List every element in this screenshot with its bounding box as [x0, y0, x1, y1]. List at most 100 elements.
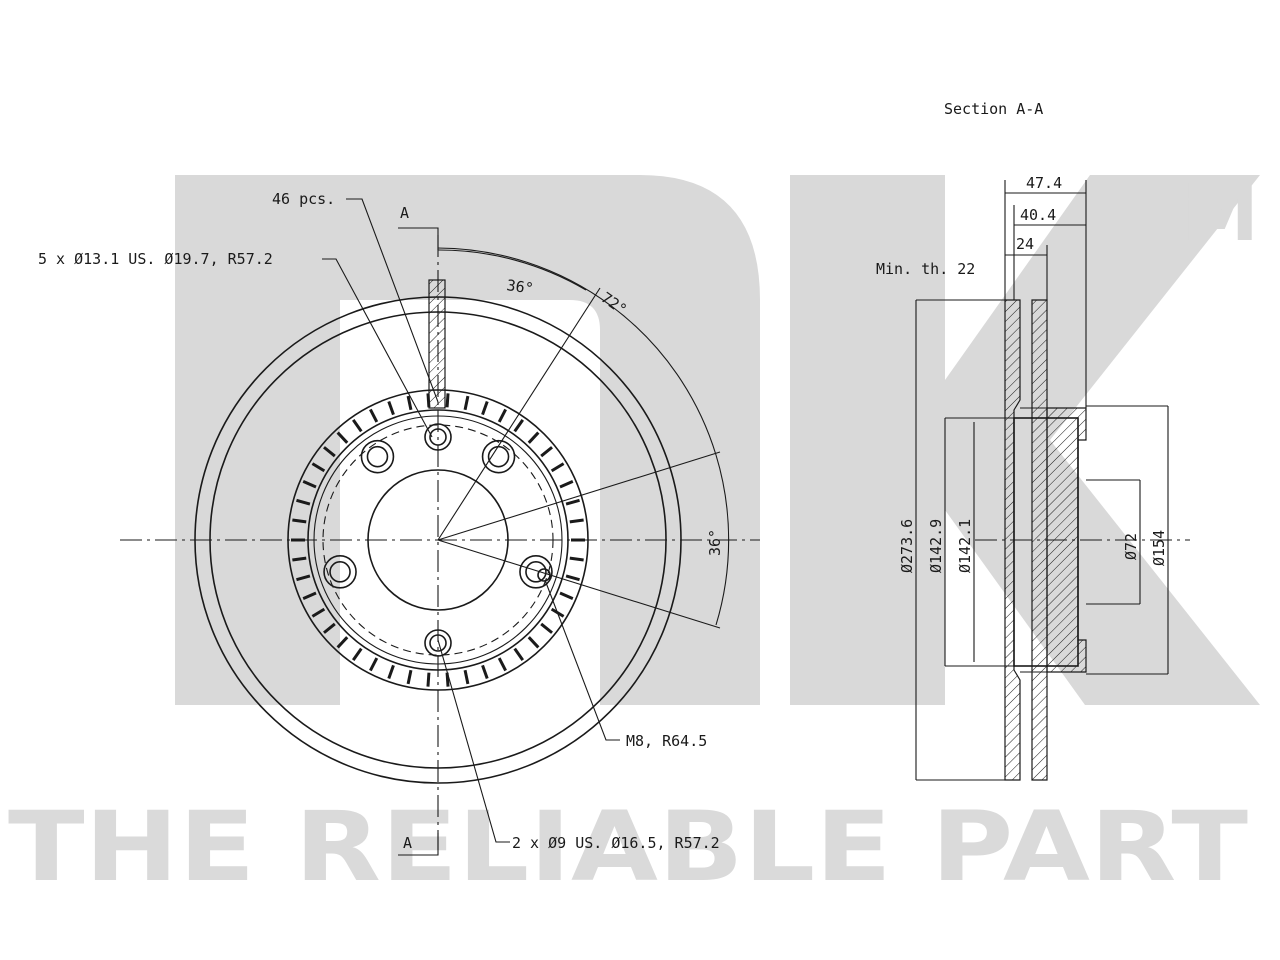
vent-slot	[406, 669, 413, 685]
watermark-letter-k	[790, 175, 1260, 705]
dia-273-6: Ø273.6	[898, 519, 916, 573]
thread-hole	[537, 568, 551, 582]
vent-slot	[445, 672, 450, 687]
vent-slot	[497, 408, 507, 423]
vent-slot	[463, 395, 470, 411]
vent-slot	[302, 480, 317, 489]
vent-slot	[569, 518, 584, 524]
label-angle-36-side: 36°	[706, 529, 724, 556]
vent-slot	[336, 431, 349, 444]
bolt-hole	[481, 439, 516, 474]
vent-slot	[565, 574, 580, 582]
vent-slot	[323, 446, 336, 458]
locating-hole	[424, 423, 452, 451]
angle-ray-3	[437, 539, 721, 629]
section-view: Section A-A 47.4 40.4 24 Min. th. 22	[876, 100, 1190, 781]
min-thickness: Min. th. 22	[876, 260, 975, 278]
vent-slot	[387, 664, 395, 680]
vent-slot	[311, 607, 326, 618]
hub-outline	[1013, 417, 1079, 667]
center-bore	[367, 469, 509, 611]
vent-slot	[565, 498, 580, 506]
vent-slot	[481, 664, 489, 680]
vent-slot	[463, 669, 470, 685]
section-marker-bottom-line	[398, 833, 439, 856]
locating-hole	[429, 634, 447, 652]
front-view: A A 46 pcs. 5 x Ø13.1 US. Ø19.7, R57.2 3…	[38, 190, 760, 856]
bolt-hole	[323, 555, 357, 589]
vent-slot	[406, 395, 413, 411]
dia-142-9: Ø142.9	[927, 519, 945, 573]
vent-slot	[369, 408, 379, 423]
vent-slot	[296, 574, 311, 582]
locating-hole	[429, 428, 447, 446]
section-strip	[428, 279, 446, 409]
hat-circle	[313, 415, 563, 665]
vent-slot	[311, 462, 326, 473]
vent-inner-circle	[307, 409, 569, 671]
section-marker-top-line	[398, 227, 439, 250]
leader-bolt-holes	[322, 258, 433, 438]
bolt-holes	[323, 423, 553, 657]
vent-slot	[323, 622, 336, 634]
bolt-hole	[519, 555, 553, 589]
bolt-hole	[360, 439, 395, 474]
dia-142-1: Ø142.1	[956, 519, 974, 573]
vent-slot	[540, 446, 553, 458]
vent-slot	[292, 556, 307, 562]
section-title: Section A-A	[944, 100, 1043, 118]
vent-slot	[559, 591, 574, 600]
vent-slot	[302, 591, 317, 600]
label-angle-36: 36°	[505, 276, 534, 298]
label-locating-holes: 2 x Ø9 US. Ø16.5, R57.2	[512, 834, 720, 852]
dim-40-4: 40.4	[1020, 206, 1056, 224]
label-thread: M8, R64.5	[626, 732, 707, 750]
inboard-plate	[1004, 299, 1021, 781]
label-bolt-holes: 5 x Ø13.1 US. Ø19.7, R57.2	[38, 250, 273, 268]
dia-72: Ø72	[1122, 533, 1140, 560]
locating-hole	[424, 629, 452, 657]
vent-slot	[513, 647, 524, 661]
vent-slot	[296, 498, 311, 506]
leader-vents	[346, 198, 439, 403]
vent-slot	[559, 480, 574, 489]
bolt-hole	[366, 445, 389, 468]
angle-ray-2	[437, 451, 721, 541]
section-marker-bottom: A	[403, 834, 412, 852]
vent-slot	[426, 672, 431, 687]
vent-slot	[352, 419, 363, 433]
bolt-hole	[329, 561, 351, 583]
leader-locating	[437, 639, 510, 843]
dia-154: Ø154	[1150, 530, 1168, 566]
angle-arc-72	[437, 247, 717, 456]
vent-slot	[569, 556, 584, 562]
vent-slot	[336, 636, 349, 649]
watermark-tagline: THE RELIABLE PART	[8, 791, 1248, 903]
vent-slot	[527, 431, 540, 444]
vent-slot	[292, 518, 307, 524]
vent-slot	[352, 647, 363, 661]
vent-slot	[445, 393, 450, 408]
vent-slot	[481, 400, 489, 416]
vent-slot	[513, 419, 524, 433]
bolt-hole	[525, 561, 547, 583]
vent-slot	[527, 636, 540, 649]
vent-slot	[540, 622, 553, 634]
leader-thread	[544, 579, 620, 741]
angle-arc-36	[437, 249, 587, 291]
watermark-tm: TM	[1128, 169, 1259, 259]
vent-slot	[387, 400, 395, 416]
dim-24: 24	[1016, 235, 1034, 253]
vent-slot	[369, 657, 379, 672]
bolt-pitch-circle	[322, 424, 554, 656]
outboard-plate	[1031, 299, 1048, 781]
dim-47-4: 47.4	[1026, 174, 1062, 192]
angle-arc-36-side	[715, 454, 730, 626]
label-vent-count: 46 pcs.	[272, 190, 335, 208]
vent-slot	[550, 462, 565, 473]
vent-slot	[497, 657, 507, 672]
angle-ray-1	[437, 287, 601, 541]
section-marker-top: A	[400, 204, 409, 222]
